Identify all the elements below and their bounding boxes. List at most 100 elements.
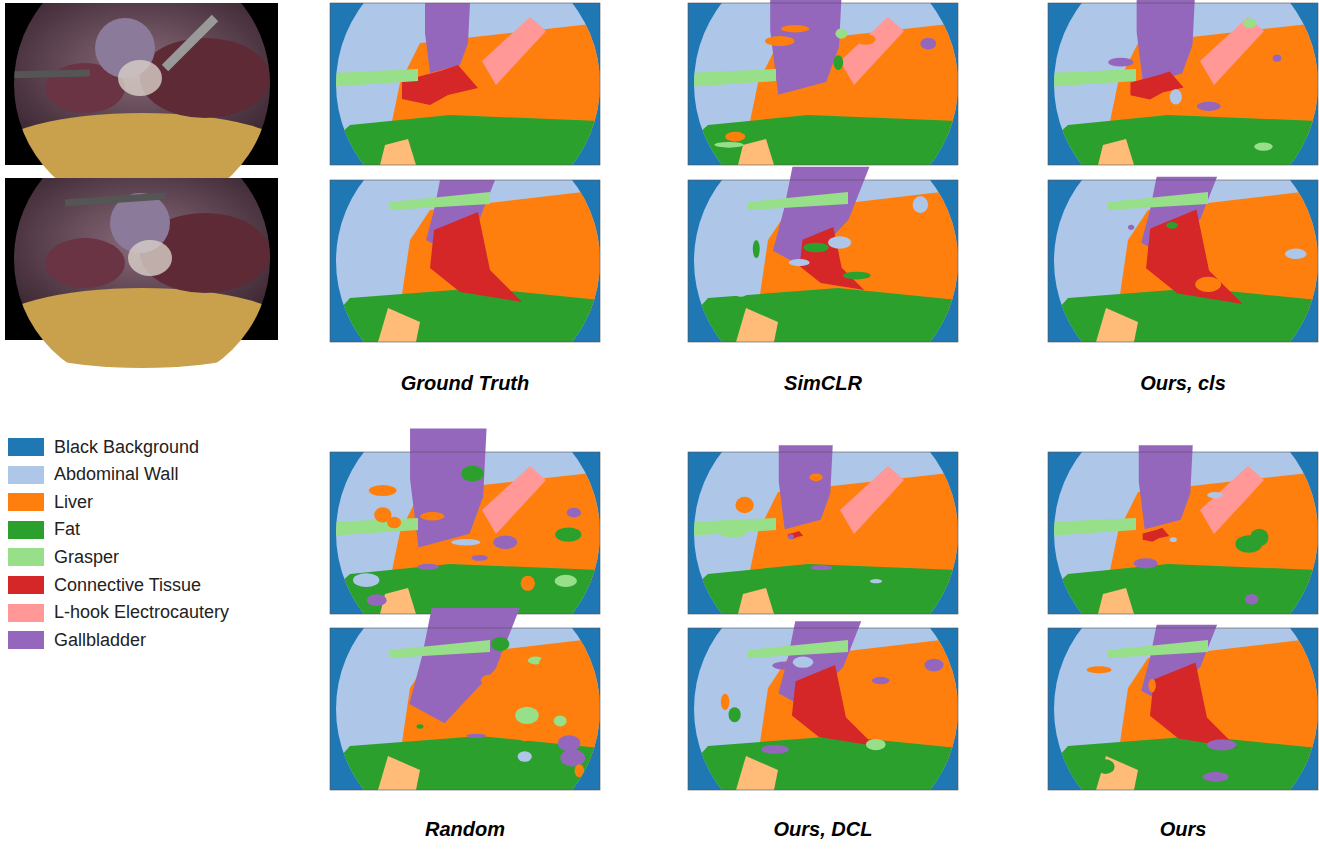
noise-blob <box>1211 754 1219 758</box>
noise-blob <box>789 259 810 266</box>
background-region <box>688 180 958 342</box>
noise-blob <box>898 216 924 226</box>
tissue-regions <box>1048 0 1318 165</box>
noise-blob <box>417 724 424 728</box>
noise-blob <box>567 508 581 518</box>
noise-blob <box>560 750 585 767</box>
noise-blob <box>913 196 928 213</box>
connective-tissue-region <box>792 665 875 746</box>
photo-instrument <box>165 18 215 68</box>
noise-blob <box>420 512 444 521</box>
abdominal-wall-region <box>330 628 600 790</box>
grasper-region <box>1048 518 1136 536</box>
legend-swatch <box>8 576 44 594</box>
gallbladder-region <box>1139 445 1193 529</box>
gallbladder-region <box>1137 0 1196 84</box>
grasper-region <box>748 192 848 210</box>
l-hook-region <box>482 466 546 534</box>
segmentation-map <box>330 608 600 790</box>
noise-blob <box>765 36 795 46</box>
noise-blob <box>515 707 539 724</box>
fat-region <box>688 115 958 165</box>
noise-blob <box>1203 772 1229 782</box>
noise-blob <box>872 677 890 685</box>
tissue-regions <box>330 3 600 165</box>
other-region <box>738 139 774 165</box>
noise-blob <box>810 565 832 570</box>
panel-frame <box>330 452 600 614</box>
other-region <box>738 588 774 614</box>
noise-blob <box>555 527 581 541</box>
legend-swatch <box>8 438 44 456</box>
noise-blob <box>1087 666 1112 673</box>
l-hook-region <box>482 17 546 85</box>
segmentation-map <box>1048 625 1318 790</box>
noise-blob <box>1250 529 1268 547</box>
noise-blob <box>1207 492 1223 498</box>
noise-blob <box>555 575 577 587</box>
legend-swatch <box>8 521 44 539</box>
connective-tissue-region <box>800 227 864 290</box>
noise-blob <box>554 715 567 726</box>
fat-region <box>688 564 958 614</box>
noise-blob <box>753 240 760 258</box>
grasper-region <box>390 192 490 210</box>
legend-swatch <box>8 631 44 649</box>
grasper-region <box>330 518 418 536</box>
background-region <box>330 3 600 165</box>
grasper-region <box>688 69 776 87</box>
connective-tissue-region <box>1146 209 1243 304</box>
legend-swatch <box>8 604 44 622</box>
legend-label: Liver <box>54 492 93 513</box>
abdominal-wall-region <box>1048 180 1318 342</box>
legend-label: L-hook Electrocautery <box>54 602 229 623</box>
noise-blob <box>489 768 512 784</box>
noise-blob <box>834 55 844 70</box>
noise-blob <box>369 485 397 496</box>
abdominal-wall-region <box>1048 628 1318 790</box>
noise-blob <box>866 739 886 750</box>
panel-caption: Ours, DCL <box>774 818 873 841</box>
panel-frame <box>688 452 958 614</box>
legend-entry: L-hook Electrocautery <box>8 603 229 623</box>
other-region <box>736 308 778 342</box>
panel-caption: Ground Truth <box>401 372 530 395</box>
noise-blob <box>1128 225 1134 230</box>
segmentation-map <box>688 445 958 614</box>
noise-blob <box>1243 18 1257 28</box>
legend-entry: Liver <box>8 492 93 512</box>
noise-blob <box>374 507 391 522</box>
other-region <box>1096 756 1138 790</box>
noise-blob <box>367 594 387 606</box>
other-region <box>378 308 420 342</box>
noise-blob <box>735 497 753 514</box>
photo-tissue-white <box>128 240 172 276</box>
tissue-regions <box>1048 177 1318 342</box>
noise-blob <box>458 771 464 781</box>
panel-frame <box>330 180 600 342</box>
noise-blob <box>719 528 746 537</box>
photo-fat <box>0 288 292 368</box>
legend-entry: Grasper <box>8 547 119 567</box>
legend-label: Black Background <box>54 437 199 458</box>
legend-entry: Abdominal Wall <box>8 465 178 485</box>
photo-content <box>0 178 292 368</box>
panel-frame <box>1048 452 1318 614</box>
grasper-region <box>390 640 490 658</box>
l-hook-region <box>1200 17 1264 85</box>
noise-blob <box>406 755 421 766</box>
noise-blob <box>919 243 929 254</box>
noise-blob <box>471 555 488 561</box>
noise-blob <box>1273 55 1281 62</box>
fat-region <box>688 736 958 790</box>
noise-blob <box>719 661 747 676</box>
segmentation-map <box>330 428 600 614</box>
legend-entry: Fat <box>8 520 80 540</box>
tissue-regions <box>330 428 600 614</box>
noise-blob <box>558 735 580 751</box>
noise-blob <box>467 734 487 738</box>
segmentation-map <box>330 180 600 342</box>
fat-region <box>330 115 600 165</box>
fat-region <box>1048 288 1318 342</box>
